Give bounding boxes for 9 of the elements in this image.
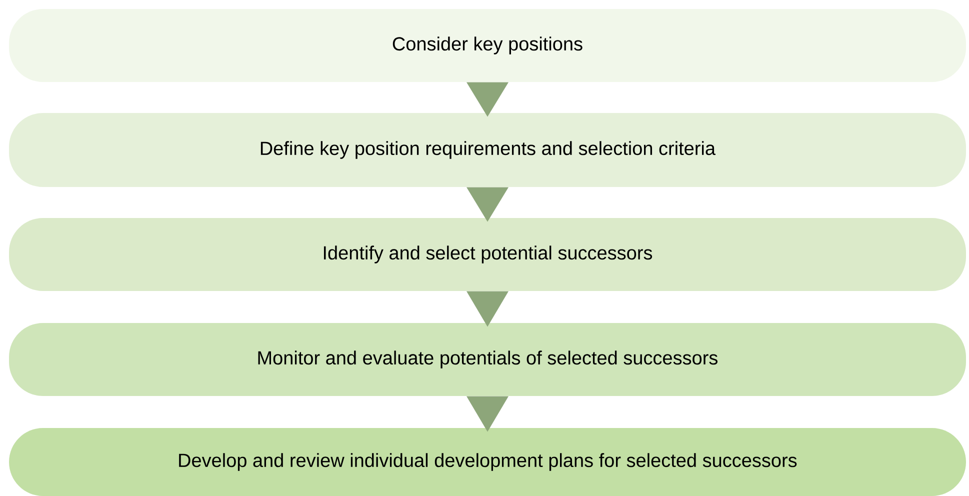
step-band: Develop and review individual development plans for selected successors <box>9 428 966 496</box>
triangle-arrow <box>466 187 508 222</box>
triangle-arrow <box>466 396 508 432</box>
triangle-arrow <box>466 82 508 117</box>
step-band: Identify and select potential successors <box>9 218 966 291</box>
step-band: Monitor and evaluate potentials of selected successors <box>9 323 966 396</box>
step-band: Define key position requirements and selection criteria <box>9 113 966 187</box>
step-band: Consider key positions <box>9 9 966 82</box>
triangle-arrow <box>466 291 508 327</box>
